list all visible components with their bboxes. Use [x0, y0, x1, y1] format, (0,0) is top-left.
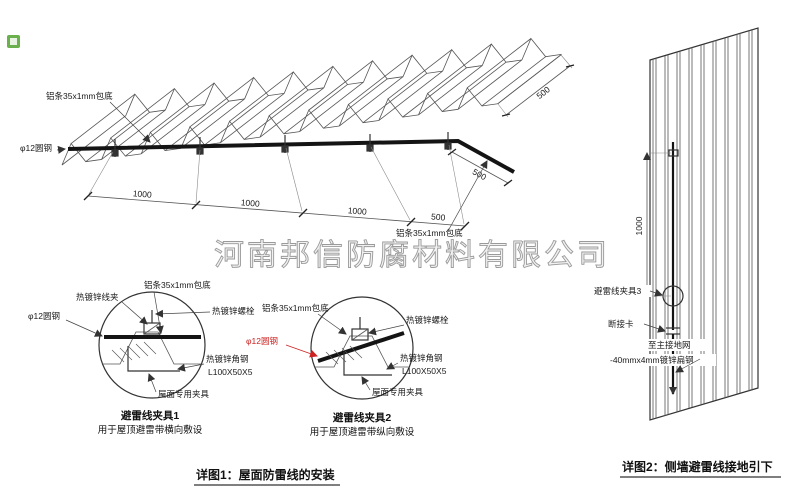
detail1-fixture-label: 屋面专用夹具 — [158, 389, 210, 399]
detail1-angle-size-label: L100X50X5 — [208, 367, 253, 377]
roof-alum-strip-right-label: 铝条35x1mm包底 — [396, 228, 463, 238]
wall-dimension: 1000 — [634, 152, 671, 297]
roof-dim-1: 1000 — [132, 188, 152, 200]
detail1-title: 避雷线夹具1 — [120, 409, 179, 422]
detail2-circle — [310, 296, 414, 400]
detail1-round-steel-label: φ12圆钢 — [28, 311, 60, 321]
company-watermark: 河南邦信防腐材料有限公司 — [214, 239, 610, 272]
roof-round-steel-label: φ12圆钢 — [20, 143, 52, 153]
wall-downconductor-view: 1000 避雷线夹具3 断接卡 至主接地网 -40mmx4mm镀锌扁钢 — [592, 27, 759, 421]
detail1-subtitle: 用于屋顶避雷带横向敷设 — [98, 424, 203, 436]
detail2-angle-steel-label: 热镀锌角钢 — [400, 353, 443, 363]
detail2-round-steel-label: φ12圆钢 — [246, 336, 278, 346]
detail1-circle — [98, 291, 206, 399]
caption-detail2: 详图2：侧墙避雷线接地引下 — [622, 459, 773, 474]
detail2-subtitle: 用于屋顶避雷带纵向敷设 — [310, 426, 415, 438]
wall-clamp3-label: 避雷线夹具3 — [594, 286, 642, 296]
corrugated-roof-sheet — [53, 34, 568, 166]
detail-clamp-1: 热镀锌线夹 铝条35x1mm包底 热镀锌螺栓 φ12圆钢 热镀锌角钢 L100X… — [28, 280, 255, 436]
extension-lines — [88, 144, 465, 225]
detail1-wire-clip-label: 热镀锌线夹 — [76, 292, 119, 302]
roof-dim-2: 1000 — [240, 197, 260, 209]
detail-clamp-2: 铝条35x1mm包底 热镀锌螺栓 φ12圆钢 热镀锌角钢 L100X50X5 屋… — [246, 296, 449, 438]
roof-isometric-view: 1000 1000 1000 500 500 500 铝条35x1mm包底 φ1… — [20, 34, 575, 238]
lightning-wire — [67, 138, 515, 174]
detail2-alum-label: 铝条35x1mm包底 — [262, 303, 329, 313]
wall-panel-outline — [649, 27, 759, 421]
detail1-bolt-label: 热镀锌螺栓 — [212, 306, 255, 316]
captions: 详图1：屋面防雷线的安装 详图2：侧墙避雷线接地引下 — [194, 459, 781, 486]
detail2-bolt-label: 热镀锌螺栓 — [406, 315, 449, 325]
wall-disconnect-label: 断接卡 — [608, 319, 634, 329]
roof-alum-strip-top-label: 铝条35x1mm包底 — [46, 91, 113, 101]
corner-badge — [7, 35, 20, 48]
wall-flat-steel-label: -40mmx4mm镀锌扁钢 — [610, 355, 694, 365]
detail1-alum-label: 铝条35x1mm包底 — [144, 280, 211, 290]
detail2-fixture-label: 屋面专用夹具 — [372, 387, 424, 397]
wall-to-ground-label: 至主接地网 — [648, 340, 691, 350]
detail1-angle-steel-label: 热镀锌角钢 — [206, 354, 249, 364]
caption-detail1: 详图1：屋面防雷线的安装 — [196, 467, 335, 482]
roof-dimension-chain: 1000 1000 1000 500 — [83, 188, 470, 231]
roof-dim-depth: 500 — [534, 84, 552, 101]
roof-dim-3: 1000 — [347, 205, 367, 217]
detail2-angle-size-label: L100X50X5 — [402, 366, 447, 376]
detail2-title: 避雷线夹具2 — [332, 411, 391, 424]
roof-dim-4: 500 — [431, 211, 446, 222]
wall-dim-1000: 1000 — [634, 216, 644, 235]
